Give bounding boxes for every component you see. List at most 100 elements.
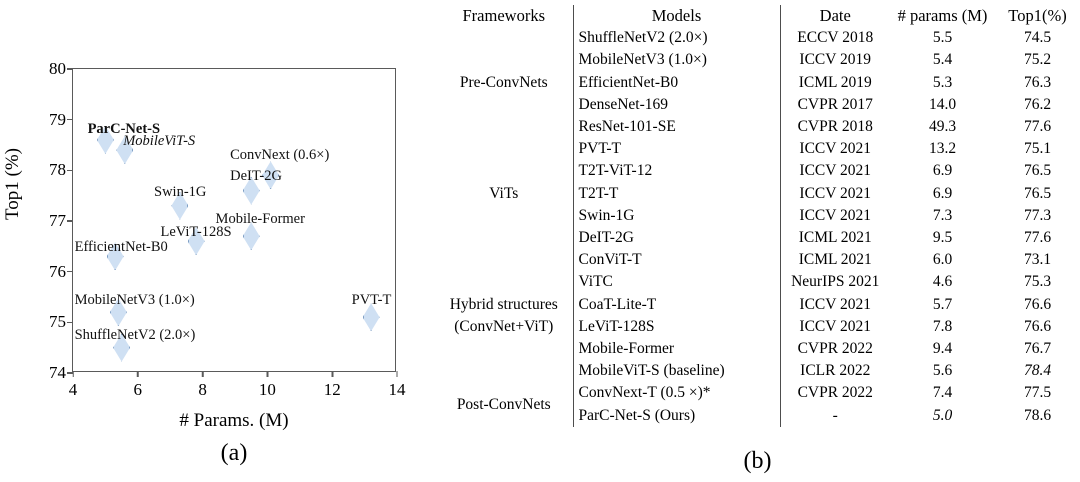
- data-point-label: Swin-1G: [154, 183, 207, 200]
- params-cell: 5.3: [932, 73, 953, 91]
- x-axis-tick: 6: [134, 371, 142, 400]
- params-cell: 5.0: [932, 406, 953, 424]
- params-cell: 9.4: [932, 340, 953, 358]
- params-cell: 6.9: [932, 184, 953, 202]
- data-point-label: DeIT-2G: [230, 168, 282, 185]
- params-cell: 4.6: [932, 273, 953, 291]
- date-cell: ICCV 2021: [779, 182, 890, 205]
- model-name-cell: LeViT-128S: [572, 315, 780, 339]
- data-point-marker: [262, 161, 280, 190]
- framework-group-label: Hybrid structures: [449, 295, 558, 313]
- date-cell: ICCV 2019: [779, 49, 890, 72]
- params-cell: 5.4: [932, 51, 953, 69]
- model-name-cell: DeIT-2G: [572, 227, 780, 250]
- model-name-cell: T2T-ViT-12: [572, 160, 780, 183]
- params-cell: 7.8: [932, 317, 953, 335]
- top1-cell: 76.5: [1023, 184, 1052, 202]
- params-cell: 5.6: [932, 362, 953, 380]
- top1-cell: 75.3: [1023, 273, 1052, 291]
- top1-cell: 76.6: [1023, 295, 1052, 313]
- data-point-marker: [109, 298, 127, 327]
- column-header-date: Date: [779, 5, 890, 28]
- model-name-cell: MobileNetV3 (1.0×): [572, 49, 780, 72]
- figure-caption-a: (a): [220, 440, 248, 466]
- column-header-frameworks: Frameworks: [462, 6, 545, 25]
- y-axis-tick: 75: [49, 312, 73, 332]
- model-name-cell: Swin-1G: [572, 204, 780, 228]
- date-cell: ICLR 2022: [779, 360, 890, 383]
- data-point-marker: [96, 125, 114, 154]
- top1-cell: 76.6: [1023, 317, 1052, 335]
- x-axis-tick: 8: [198, 371, 207, 400]
- figure-caption-b: (b): [743, 448, 772, 474]
- y-axis-tick: 78: [49, 160, 73, 180]
- date-cell: CVPR 2022: [779, 382, 890, 405]
- data-point-label: ShuffleNetV2 (2.0×): [74, 327, 196, 344]
- data-point-label: ConvNext (0.6×): [230, 147, 330, 164]
- data-point-label: MobileNetV3 (1.0×): [74, 291, 195, 308]
- model-name-cell: ConvNext-T (0.5 ×)*: [572, 382, 780, 405]
- model-name-cell: ResNet-101-SE: [572, 116, 780, 139]
- top1-cell: 77.6: [1023, 229, 1052, 247]
- params-cell: 5.7: [932, 295, 953, 313]
- data-point-label: PVT-T: [351, 291, 392, 308]
- date-cell: ICML 2021: [779, 227, 890, 250]
- top1-cell: 78.6: [1023, 406, 1052, 424]
- x-axis-tick: 12: [324, 371, 341, 400]
- params-cell: 9.5: [932, 229, 953, 247]
- framework-group-cell: Hybrid structures(ConvNet+ViT): [435, 249, 573, 382]
- framework-group-cell: ViTs: [489, 184, 519, 202]
- date-cell: ICCV 2021: [779, 293, 890, 316]
- top1-cell: 77.5: [1023, 384, 1052, 402]
- top1-cell: 77.3: [1023, 206, 1052, 224]
- top1-cell: 74.5: [1023, 29, 1052, 47]
- data-point-marker: [113, 333, 131, 362]
- top1-cell: 76.3: [1023, 73, 1052, 91]
- model-name-cell: ShuffleNetV2 (2.0×): [572, 27, 780, 50]
- params-cell: 49.3: [928, 118, 957, 136]
- data-point-marker: [362, 303, 380, 332]
- data-point-marker: [116, 136, 134, 165]
- date-cell: CVPR 2022: [779, 338, 890, 361]
- model-name-cell: MobileViT-S (baseline): [572, 360, 780, 383]
- model-name-cell: DenseNet-169: [572, 93, 780, 117]
- model-name-cell: Mobile-Former: [572, 338, 780, 361]
- column-header-models: Models: [572, 5, 780, 28]
- column-header-params-m: # params (M): [897, 6, 988, 25]
- data-point-label: LeViT-128S: [160, 224, 232, 241]
- top1-cell: 77.6: [1023, 118, 1052, 136]
- y-axis-tick: 79: [49, 110, 73, 130]
- x-axis-label: # Params. (M): [179, 410, 289, 431]
- data-point-label: MobileViT-S: [123, 132, 196, 149]
- params-cell: 7.4: [932, 384, 953, 402]
- model-name-cell: ParC-Net-S (Ours): [572, 404, 780, 427]
- top1-cell: 73.1: [1023, 251, 1052, 269]
- model-name-cell: ConViT-T: [572, 249, 780, 272]
- data-point-label: ParC-Net-S: [87, 121, 161, 138]
- date-cell: ICCV 2021: [779, 160, 890, 183]
- params-cell: 6.9: [932, 162, 953, 180]
- y-axis-tick: 74: [49, 363, 73, 383]
- top1-cell: 76.2: [1023, 95, 1052, 113]
- date-cell: ICML 2021: [779, 249, 890, 272]
- date-cell: CVPR 2018: [779, 116, 890, 139]
- x-axis-tick: 10: [259, 371, 276, 400]
- top1-cell: 76.7: [1023, 340, 1052, 358]
- x-axis-tick: 14: [389, 371, 406, 400]
